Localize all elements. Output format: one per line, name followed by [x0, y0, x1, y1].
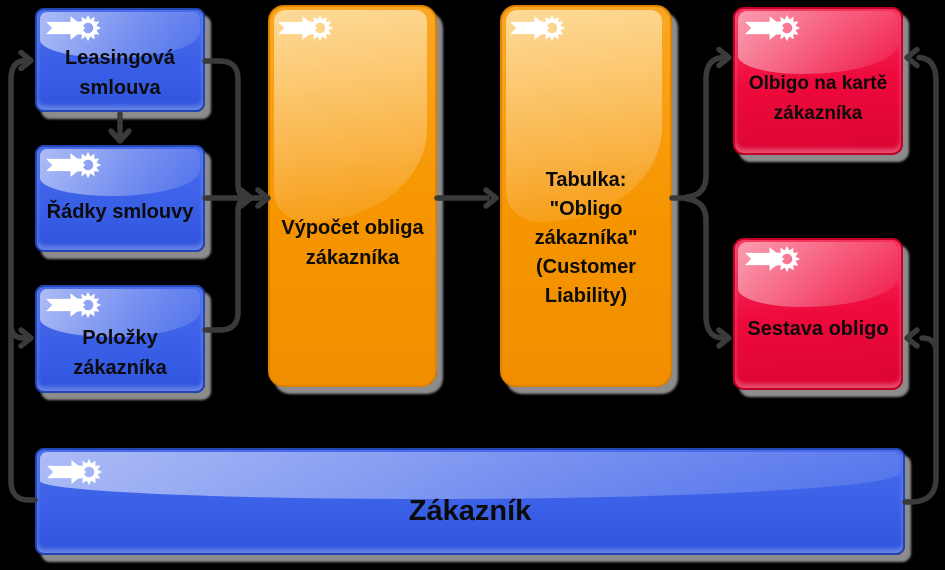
- node-label: Sestava obligo: [747, 318, 889, 340]
- node-sestava-obligo: Sestava obligo: [733, 238, 903, 390]
- process-arrow-gear-icon: [745, 245, 801, 273]
- node-label: Výpočet obliga zákazníka: [281, 217, 424, 269]
- node-vypocet-obliga: Výpočet obliga zákazníka: [268, 5, 437, 387]
- node-label: Zákazník: [408, 495, 532, 527]
- node-label: Položky zákazníka: [73, 327, 167, 379]
- process-arrow-gear-icon: [46, 14, 102, 42]
- process-arrow-gear-icon: [47, 458, 103, 486]
- node-label: Řádky smlouvy: [46, 201, 194, 223]
- node-obligo-na-karte: Olbigo na kartě zákazníka: [733, 7, 903, 155]
- node-label: Leasingová smlouva: [64, 47, 176, 99]
- node-tabulka-obligo: Tabulka: "Obligo zákazníka" (Customer Li…: [500, 5, 672, 387]
- node-leasingova-smlouva: Leasingová smlouva: [35, 8, 205, 112]
- node-radky-smlouvy: Řádky smlouvy: [35, 145, 205, 252]
- node-label: Tabulka: "Obligo zákazníka" (Customer Li…: [534, 169, 638, 307]
- process-arrow-gear-icon: [46, 151, 102, 179]
- process-arrow-gear-icon: [278, 14, 334, 42]
- process-arrow-gear-icon: [510, 14, 566, 42]
- node-label: Olbigo na kartě zákazníka: [748, 73, 888, 124]
- node-polozky-zakaznika: Položky zákazníka: [35, 285, 205, 393]
- node-zakaznik: Zákazník: [35, 448, 905, 555]
- process-arrow-gear-icon: [46, 291, 102, 319]
- process-arrow-gear-icon: [745, 14, 801, 42]
